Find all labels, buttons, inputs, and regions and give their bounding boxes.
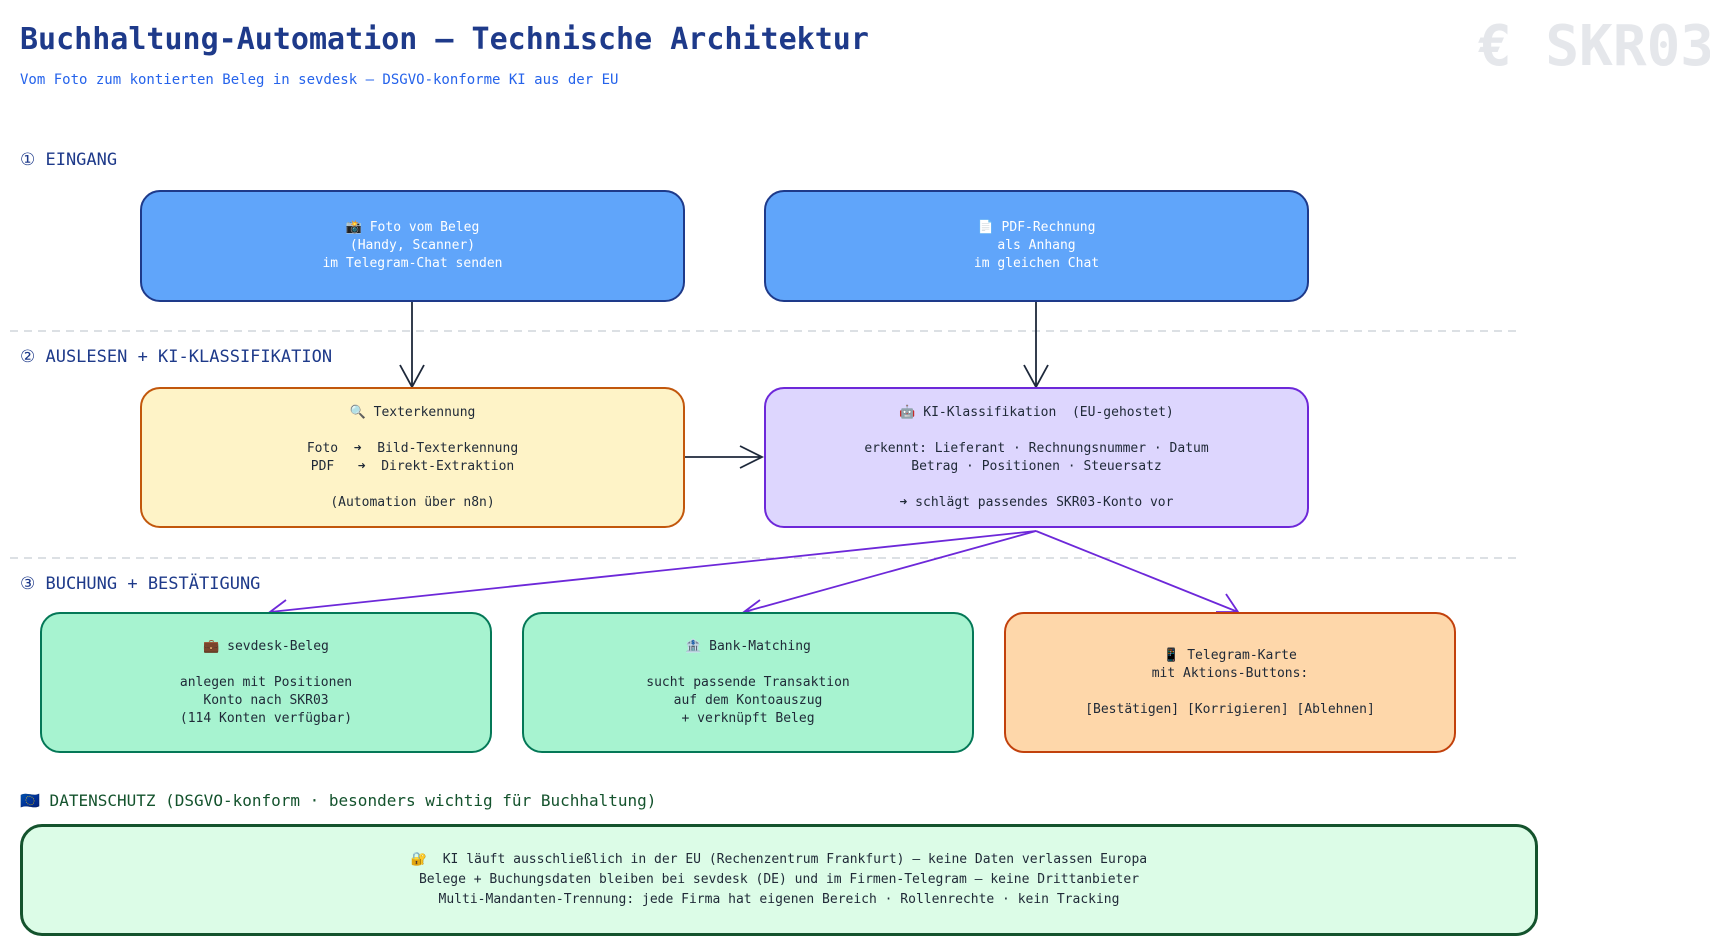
privacy-line: Multi-Mandanten-Trennung: jede Firma hat… [438, 892, 1120, 907]
arrow-photo-to-ocr [399, 302, 425, 389]
node-line: PDF ➜ Direkt-Extraktion [310, 458, 515, 474]
node-line: Foto ➜ Bild-Texterkennung [306, 440, 519, 456]
node-line: (114 Konten verfügbar) [179, 710, 353, 726]
node-line: + verknüpft Beleg [681, 710, 815, 726]
node-text-recognition: 🔍 Texterkennung Foto ➜ Bild-Texterkennun… [140, 387, 685, 528]
node-line: sucht passende Transaktion [646, 674, 850, 690]
node-line: 🤖 KI-Klassifikation (EU-gehostet) [899, 404, 1174, 420]
arrow-ocr-to-ai [684, 445, 765, 469]
node-photo-input: 📸 Foto vom Beleg (Handy, Scanner) im Tel… [140, 190, 685, 302]
arrow-ai-to-telegram [1035, 530, 1240, 613]
node-line: 💼 sevdesk-Beleg [203, 638, 329, 654]
node-line: Konto nach SKR03 [203, 692, 329, 708]
node-line: [Bestätigen] [Korrigieren] [Ablehnen] [1085, 701, 1375, 717]
node-line: (Automation über n8n) [330, 494, 495, 510]
privacy-panel: 🔐 KI läuft ausschließlich in der EU (Rec… [20, 824, 1538, 936]
node-line: im gleichen Chat [973, 256, 1100, 271]
node-line: erkennt: Lieferant · Rechnungsnummer · D… [864, 440, 1209, 456]
node-pdf-input: 📄 PDF-Rechnung als Anhang im gleichen Ch… [764, 190, 1309, 302]
node-line: 📸 Foto vom Beleg [345, 220, 480, 235]
arrow-pdf-to-ai [1023, 302, 1049, 389]
node-ai-classification: 🤖 KI-Klassifikation (EU-gehostet) erkenn… [764, 387, 1309, 528]
section-input-label: ① EINGANG [20, 150, 118, 170]
node-line: 📄 PDF-Rechnung [977, 220, 1096, 235]
node-line: mit Aktions-Buttons: [1151, 665, 1309, 681]
node-line: als Anhang [997, 238, 1076, 253]
privacy-line: Belege + Buchungsdaten bleiben bei sevde… [418, 872, 1140, 887]
arrow-ai-to-sevdesk [267, 530, 1037, 617]
node-line: (Handy, Scanner) [349, 238, 476, 253]
section-processing-label: ② AUSLESEN + KI-KLASSIFIKATION [20, 347, 333, 367]
arrow-ai-to-bank [741, 530, 1037, 615]
section-privacy-label: 🇪🇺 DATENSCHUTZ (DSGVO-konform · besonder… [20, 791, 657, 810]
node-line: 🏦 Bank-Matching [685, 638, 811, 654]
node-bank-matching: 🏦 Bank-Matching sucht passende Transakti… [522, 612, 974, 753]
node-line: im Telegram-Chat senden [322, 256, 503, 271]
node-line: anlegen mit Positionen [179, 674, 353, 690]
node-sevdesk-receipt: 💼 sevdesk-Beleg anlegen mit Positionen K… [40, 612, 492, 753]
node-line: auf dem Kontoauszug [673, 692, 823, 708]
skr03-watermark: € SKR03 [1478, 14, 1710, 79]
node-line: ➜ schlägt passendes SKR03-Konto vor [899, 494, 1174, 510]
node-line: Betrag · Positionen · Steuersatz [911, 458, 1162, 474]
node-telegram-card: 📱 Telegram-Karte mit Aktions-Buttons: [B… [1004, 612, 1456, 753]
privacy-line: 🔐 KI läuft ausschließlich in der EU (Rec… [410, 852, 1148, 867]
page-subtitle: Vom Foto zum kontierten Beleg in sevdesk… [20, 72, 619, 88]
node-line: 🔍 Texterkennung [349, 404, 476, 420]
page-title: Buchhaltung-Automation – Technische Arch… [20, 22, 869, 57]
section-booking-label: ③ BUCHUNG + BESTÄTIGUNG [20, 574, 261, 594]
node-line: 📱 Telegram-Karte [1163, 647, 1297, 663]
